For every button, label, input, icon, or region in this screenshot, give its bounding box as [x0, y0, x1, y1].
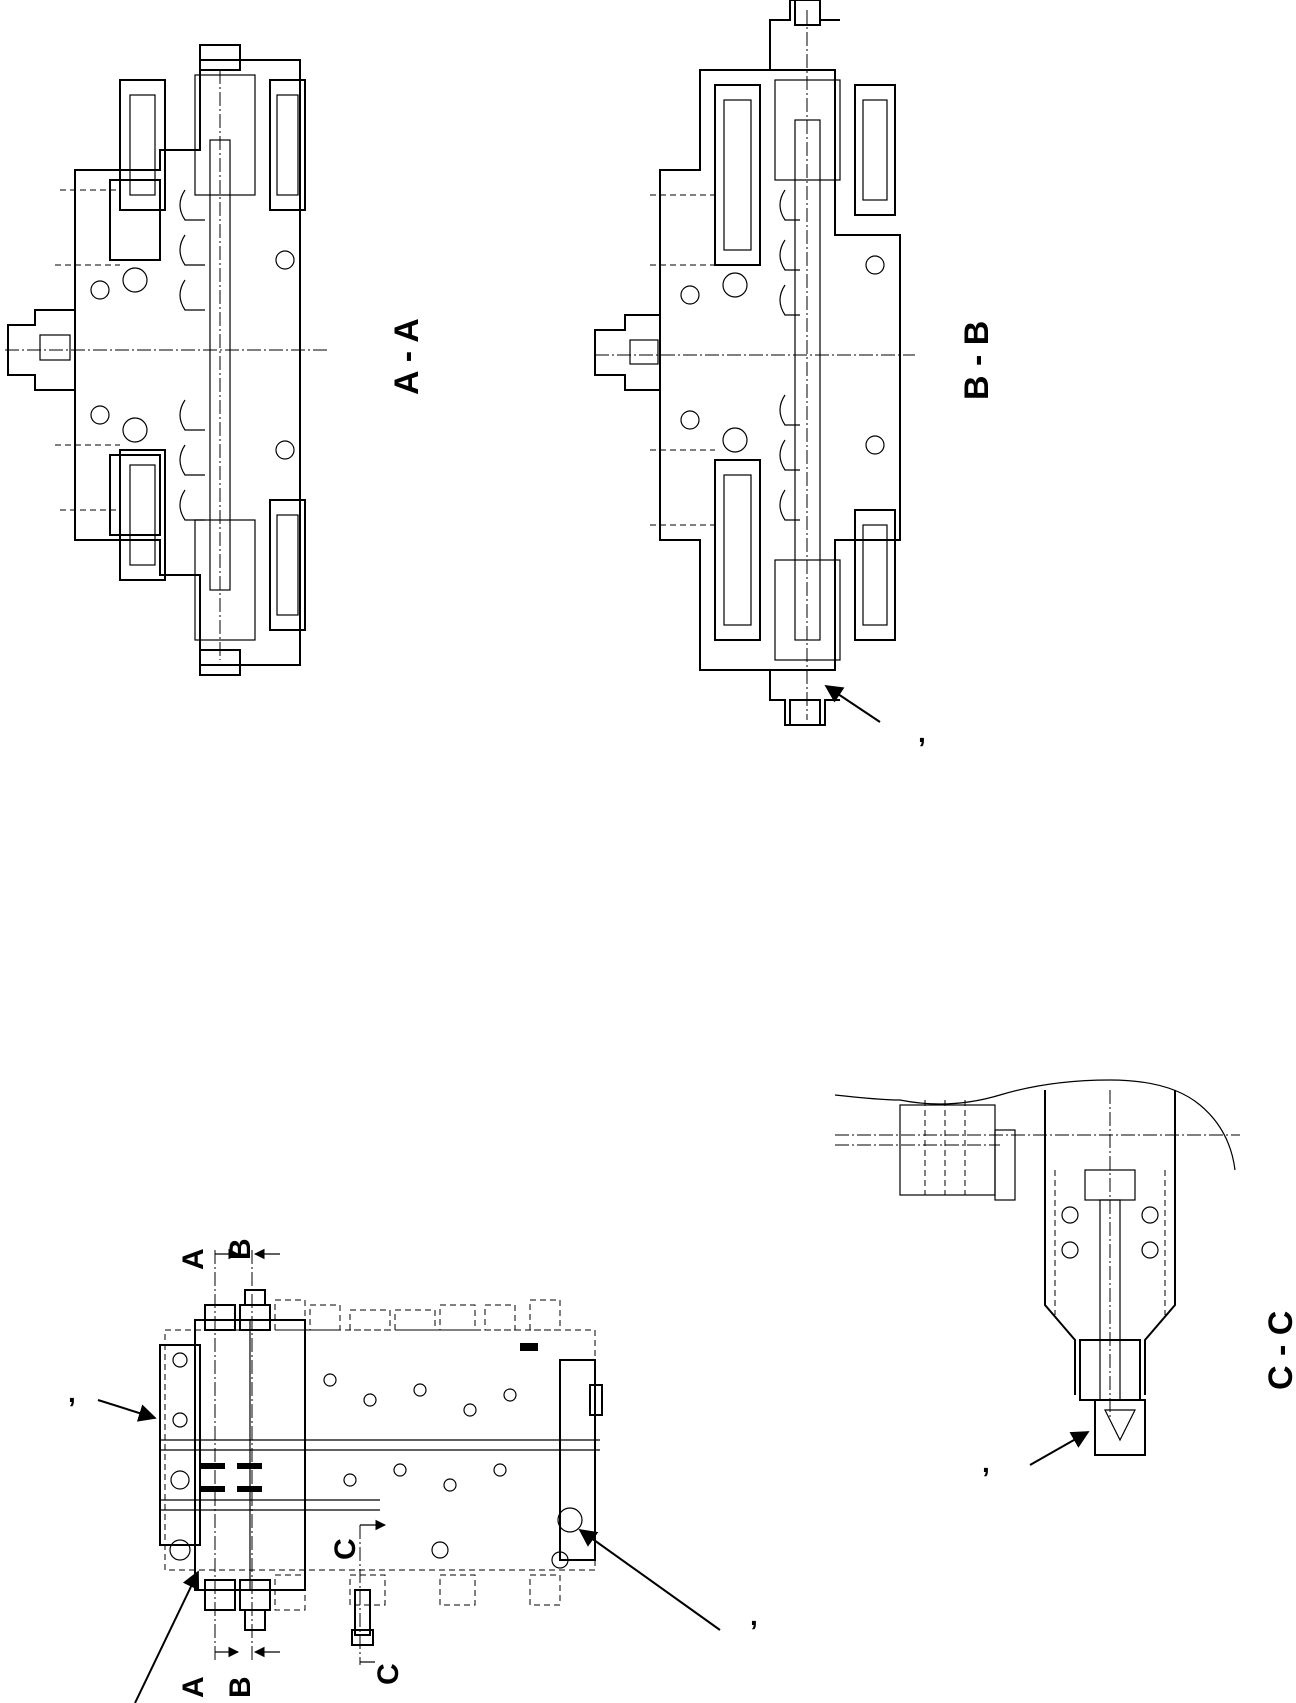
section-view-cc — [834, 1079, 1240, 1466]
callout-mark-plan-right: , — [750, 1600, 758, 1631]
cut-label-c-top: C — [329, 1538, 362, 1560]
section-label-cc: C - C — [1262, 1311, 1296, 1390]
cut-label-c-bottom: C — [372, 1663, 405, 1685]
callout-mark-bb: , — [918, 717, 926, 748]
cut-label-b-top: B — [224, 1238, 257, 1260]
cut-label-a-top: A — [177, 1248, 210, 1270]
callout-mark-cc: , — [982, 1447, 990, 1478]
leader-arrow-icon — [578, 1528, 721, 1631]
cut-label-b-bottom: B — [224, 1676, 257, 1698]
cut-label-a-bottom: A — [177, 1676, 210, 1698]
section-label-bb: B - B — [958, 321, 996, 400]
valve-plan-view — [97, 1248, 721, 1703]
callout-mark-plan-left: , — [68, 1377, 76, 1408]
section-label-aa: A - A — [388, 318, 426, 395]
labels: A - A B - B C - C A B A B C C , , , , — [68, 318, 1296, 1698]
leader-arrow-icon — [824, 685, 881, 723]
leader-arrow-icon — [134, 1570, 200, 1703]
leader-arrow-icon — [97, 1399, 157, 1422]
section-view-aa — [5, 44, 330, 676]
leader-arrow-icon — [1029, 1431, 1090, 1466]
section-view-bb — [594, 0, 915, 726]
